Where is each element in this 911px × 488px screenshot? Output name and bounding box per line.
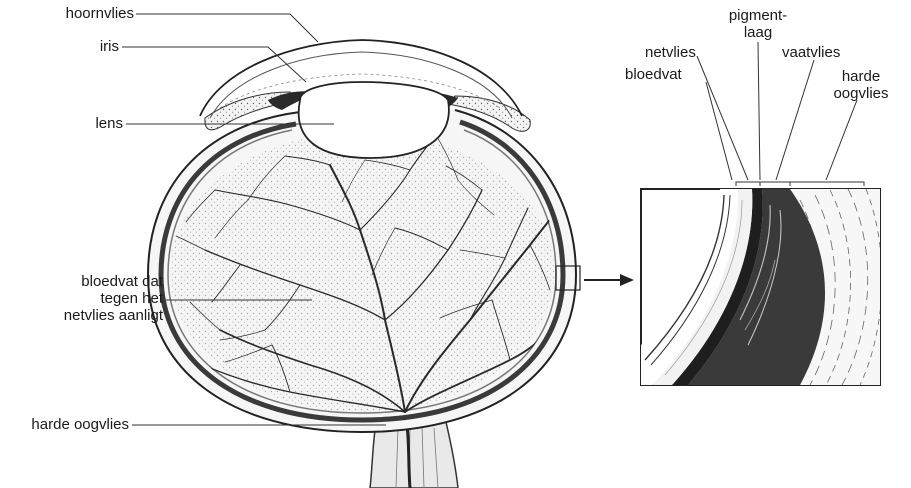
label-netvlies: netvlies xyxy=(645,44,696,61)
label-bloedvat-line-1: bloedvat dat xyxy=(64,273,163,290)
label-pigmentlaag: pigment- laag xyxy=(722,7,794,41)
label-harde-oogvlies-detail: harde oogvlies xyxy=(822,68,900,102)
label-vaatvlies: vaatvlies xyxy=(782,44,840,61)
vitreous-body xyxy=(170,132,554,412)
lens xyxy=(299,82,449,158)
label-bloedvat: bloedvat xyxy=(625,66,682,83)
label-hoornvlies: hoornvlies xyxy=(66,5,134,22)
detail-leader-lines xyxy=(697,42,857,180)
label-bloedvat-line-3: netvlies aanligt xyxy=(64,307,163,324)
label-harde-oogvlies-detail-line-1: harde xyxy=(822,68,900,85)
label-harde-oogvlies-detail-line-2: oogvlies xyxy=(822,85,900,102)
label-harde-oogvlies: harde oogvlies xyxy=(31,416,129,433)
label-pigmentlaag-line-1: pigment- xyxy=(722,7,794,24)
label-bloedvat-line-2: tegen het xyxy=(64,290,163,307)
label-iris: iris xyxy=(100,38,119,55)
label-pigmentlaag-line-2: laag xyxy=(722,24,794,41)
label-lens: lens xyxy=(95,115,123,132)
label-bloedvat-dat-tegen-het-netvlies: bloedvat dat tegen het netvlies aanligt xyxy=(64,273,163,324)
detail-panel xyxy=(641,182,882,385)
